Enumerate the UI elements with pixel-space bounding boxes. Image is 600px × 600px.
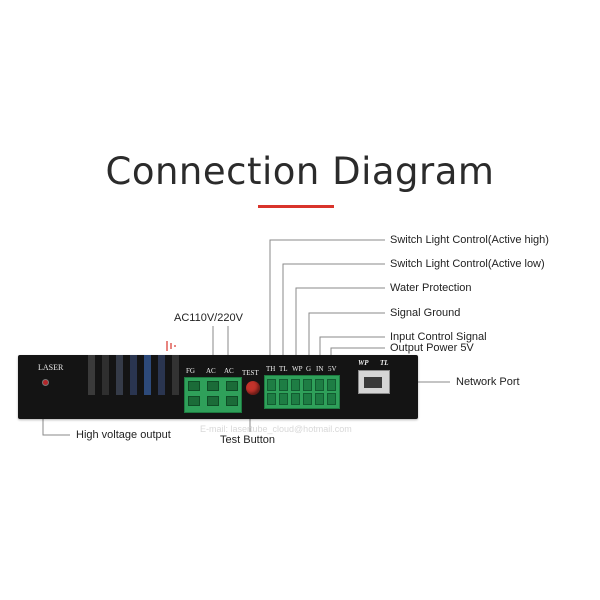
signal-pin [291,379,300,391]
signal-terminal-block [264,375,340,409]
watermark: E-mail: lasertube_cloud@hotmail.com [200,424,352,434]
label-network-port: Network Port [456,376,520,388]
test-label: TEST [242,369,259,377]
title-underline [258,205,334,208]
ground-symbol-icon [166,341,176,351]
terminal-label-in: IN [316,365,324,373]
vent-slot [130,355,137,395]
label-switch-low: Switch Light Control(Active low) [390,258,545,270]
leader-ground [308,312,385,362]
port-label-tl: TL [380,359,389,367]
label-high-voltage: High voltage output [76,429,171,441]
terminal-screw [226,396,238,406]
signal-pin [279,393,288,405]
rj45-socket [364,377,382,388]
vent-slot [102,355,109,395]
leader-water [295,287,385,362]
laser-label: LASER [38,363,64,372]
vent-slot [172,355,179,395]
terminal-label-ac: AC [206,367,216,375]
label-switch-high: Switch Light Control(Active high) [390,234,549,246]
leader-switch-high [269,239,385,362]
port-label-wp: WP [358,359,369,367]
rj45-port-icon[interactable] [358,370,390,394]
signal-pin [291,393,300,405]
vent-slot [144,355,151,395]
terminal-label-tl: TL [279,365,288,373]
label-signal-ground: Signal Ground [390,307,461,319]
vent-slot [158,355,165,395]
diagram-title: Connection Diagram [105,150,495,193]
leader-switch-low [282,263,385,362]
terminal-label-wp: WP [292,365,303,373]
signal-pin [267,393,276,405]
vent-slot [116,355,123,395]
label-water-protection: Water Protection [390,282,472,294]
signal-pin [327,393,336,405]
signal-pin [267,379,276,391]
label-ac-input: AC110V/220V [174,312,243,324]
signal-pin [327,379,336,391]
signal-pin [303,379,312,391]
terminal-screw [207,381,219,391]
signal-pin [315,379,324,391]
power-supply-device: LASER FG AC AC TEST TH TL WP G IN 5V WP … [18,355,418,419]
vent-slot [88,355,95,395]
terminal-label-ac: AC [224,367,234,375]
red-led-icon [42,379,49,386]
terminal-label-g: G [306,365,312,373]
test-button[interactable] [246,381,260,395]
signal-pin [303,393,312,405]
terminal-screw [226,381,238,391]
terminal-screw [188,396,200,406]
terminal-label-5v: 5V [328,365,337,373]
label-output-power: Output Power 5V [390,342,474,354]
terminal-label-th: TH [266,365,276,373]
signal-pin [279,379,288,391]
terminal-screw [188,381,200,391]
label-input-control: Input Control Signal [390,331,487,343]
terminal-screw [207,396,219,406]
terminal-label-fg: FG [186,367,195,375]
power-terminal-block [184,377,242,413]
label-test-button: Test Button [220,434,276,446]
signal-pin [315,393,324,405]
leader-input [319,336,385,362]
